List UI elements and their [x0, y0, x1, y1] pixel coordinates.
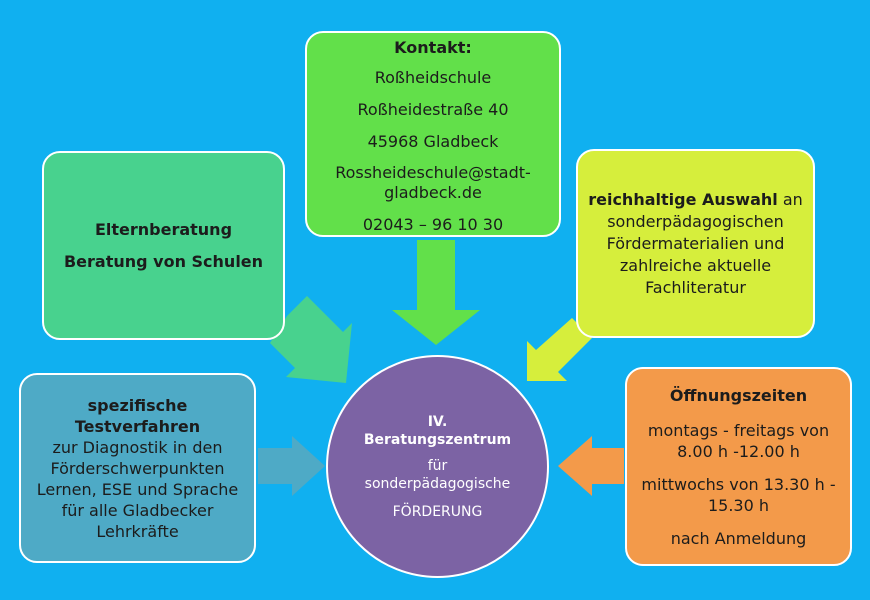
arrow-right-icon: [258, 436, 325, 496]
hours-title: Öffnungszeiten: [669, 385, 808, 405]
contact-box: Kontakt: Roßheidschule Roßheidestraße 40…: [305, 31, 561, 237]
arrow-down-icon: [392, 240, 480, 345]
contact-email: Rossheideschule@stadt-gladbeck.de: [335, 163, 531, 202]
arrow-left-icon: [558, 436, 624, 496]
center-line-1: IV.: [427, 413, 448, 430]
tests-box: spezifische Testverfahren zur Diagnostik…: [19, 373, 256, 563]
hours-line-1: montags - freitags von 8.00 h -12.00 h: [647, 420, 830, 461]
materials-bold: reichhaltige Auswahl: [588, 189, 778, 209]
materials-text: reichhaltige Auswahl an sonderpädagogisc…: [586, 189, 805, 299]
center-line-4: sonderpädagogische: [364, 475, 511, 492]
parents-box: Elternberatung Beratung von Schulen: [42, 151, 285, 340]
tests-bold: spezifische Testverfahren: [74, 395, 201, 436]
tests-rest: zur Diagnostik in den Förderschwerpunkte…: [36, 437, 239, 541]
center-line-2: Beratungszentrum: [363, 431, 512, 448]
parents-line-2: Beratung von Schulen: [63, 251, 264, 271]
hours-box: Öffnungszeiten montags - freitags von 8.…: [625, 367, 852, 566]
materials-rest: an sonderpädagogischen Fördermaterialien…: [606, 189, 803, 297]
parents-line-1: Elternberatung: [94, 219, 233, 239]
center-line-5: FÖRDERUNG: [392, 503, 483, 520]
contact-school: Roßheidschule: [374, 68, 492, 87]
arrow-down-left-icon: [527, 318, 592, 381]
materials-box: reichhaltige Auswahl an sonderpädagogisc…: [576, 149, 815, 338]
contact-street: Roßheidestraße 40: [357, 100, 509, 119]
contact-city: 45968 Gladbeck: [367, 132, 499, 151]
contact-phone: 02043 – 96 10 30: [362, 215, 504, 234]
hours-line-3: nach Anmeldung: [670, 528, 807, 548]
arrow-down-right-icon: [270, 296, 352, 383]
center-circle: IV. Beratungszentrum für sonderpädagogis…: [326, 355, 549, 578]
hours-line-2: mittwochs von 13.30 h - 15.30 h: [641, 474, 836, 515]
contact-title: Kontakt:: [394, 38, 472, 57]
center-line-3: für: [427, 457, 448, 474]
